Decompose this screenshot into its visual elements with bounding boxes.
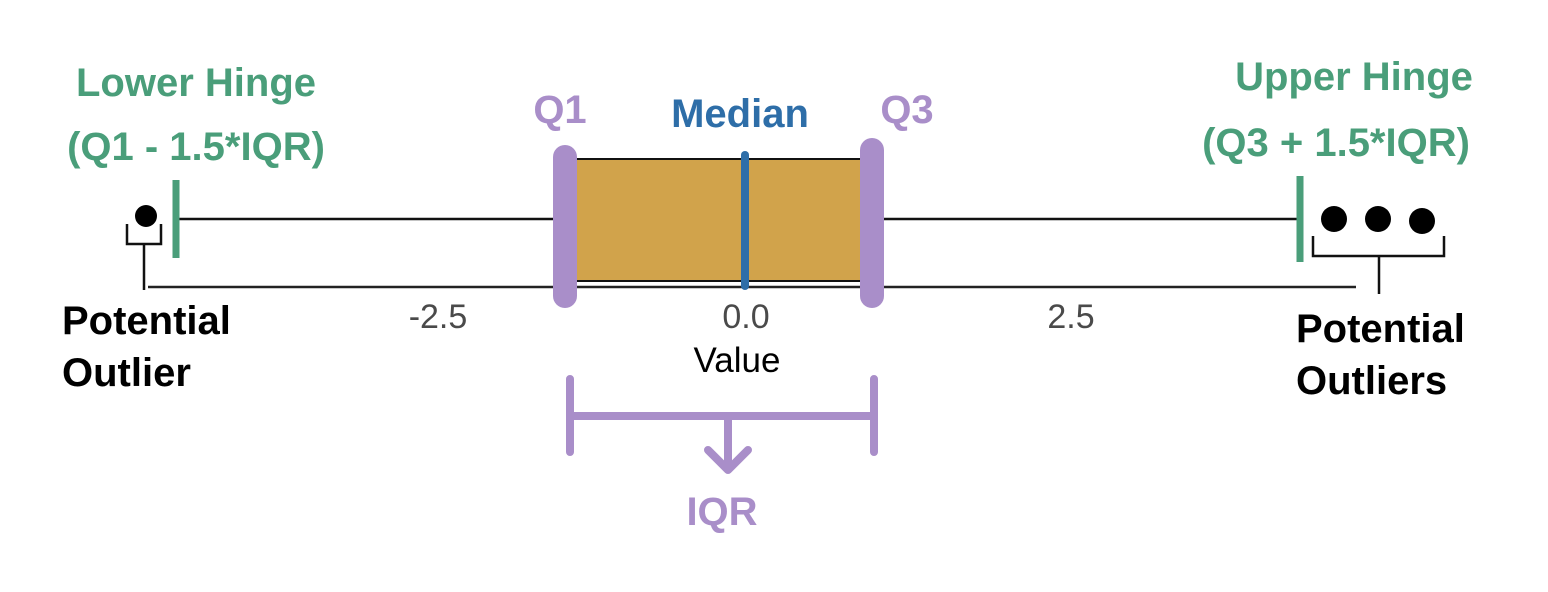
iqr-bracket <box>566 375 878 456</box>
upper-hinge-formula: (Q3 + 1.5*IQR) <box>1202 121 1470 165</box>
iqr-box <box>564 158 873 282</box>
tick-label: -2.5 <box>409 298 468 336</box>
q3-label: Q3 <box>880 88 933 132</box>
q1-label: Q1 <box>533 88 586 132</box>
iqr-arrow-icon <box>704 412 752 474</box>
upper-hinge-label: Upper Hinge <box>1235 55 1473 99</box>
tick-label: 0.0 <box>722 298 769 336</box>
outlier-point <box>1365 206 1391 232</box>
outlier-point <box>1409 208 1435 234</box>
lower-hinge-formula: (Q1 - 1.5*IQR) <box>67 125 325 169</box>
outlier-point <box>1321 206 1347 232</box>
lower-hinge-label: Lower Hinge <box>76 61 316 105</box>
right-outliers-bracket <box>1311 236 1446 294</box>
left-outlier-label: Potential <box>62 299 231 343</box>
right-outliers-label: Outliers <box>1296 359 1447 403</box>
right-outliers-label: Potential <box>1296 307 1465 351</box>
tick-label: 2.5 <box>1047 298 1094 336</box>
left-outlier-bracket <box>125 224 163 290</box>
left-outlier-label: Outlier <box>62 351 191 395</box>
iqr-label: IQR <box>686 490 757 534</box>
axis-title: Value <box>694 341 781 380</box>
median-label: Median <box>671 92 809 136</box>
outlier-point <box>135 205 157 227</box>
